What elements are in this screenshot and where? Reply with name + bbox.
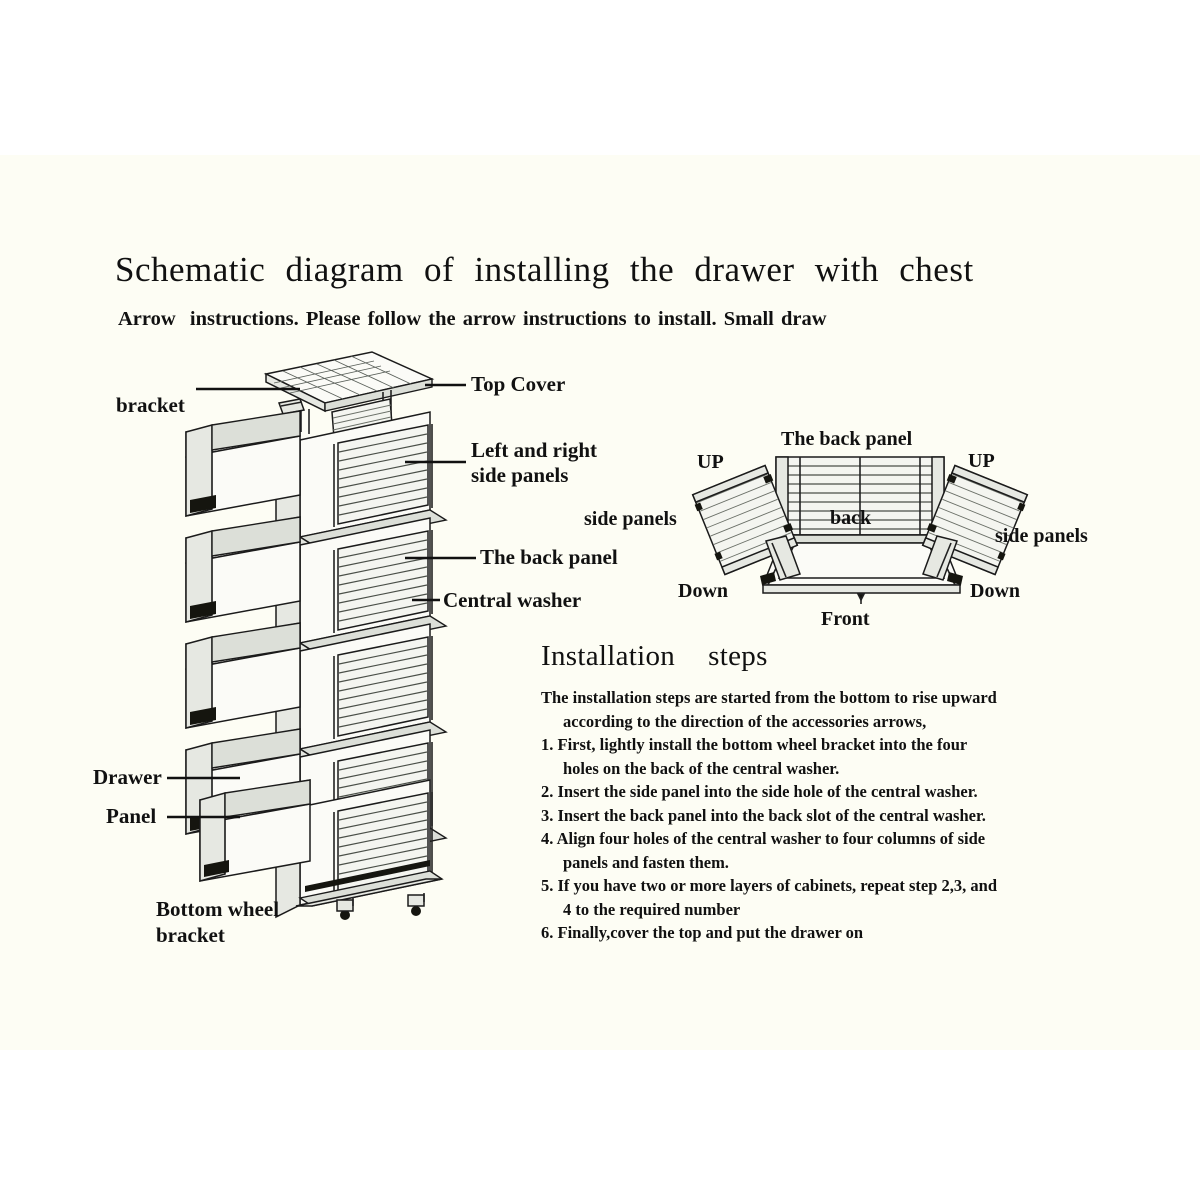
- instructions-intro-line: according to the direction of the access…: [563, 711, 927, 731]
- label-up-right: UP: [968, 450, 995, 472]
- label-front: Front: [821, 608, 870, 630]
- label-side-panels-left: side panels: [584, 508, 677, 530]
- label-right-back-panel: The back panel: [781, 428, 913, 450]
- label-bottom-wheel-line2: bracket: [156, 923, 225, 947]
- instruction-step: 5. If you have two or more layers of cab…: [541, 876, 998, 895]
- page-subtitle: Arrow instructions. Please follow the ar…: [118, 308, 827, 330]
- label-bottom-wheel-line1: Bottom wheel: [156, 897, 280, 921]
- label-down-right: Down: [970, 580, 1021, 602]
- instruction-step-continuation: panels and fasten them.: [563, 852, 729, 872]
- label-central-washer: Central washer: [443, 588, 582, 612]
- page-title: Schematic diagram of installing the draw…: [115, 250, 974, 289]
- label-side-panels-line2: side panels: [471, 463, 569, 487]
- installation-steps-heading: Installation steps: [541, 640, 768, 672]
- instruction-step: 4. Align four holes of the central washe…: [541, 829, 986, 848]
- instruction-step: 3. Insert the back panel into the back s…: [541, 805, 986, 825]
- label-back: back: [830, 507, 872, 529]
- label-down-left: Down: [678, 580, 729, 602]
- label-side-panels-line1: Left and right: [471, 438, 597, 462]
- label-bracket: bracket: [116, 393, 185, 417]
- instruction-step: 6. Finally,cover the top and put the dra…: [541, 923, 864, 942]
- label-up-left: UP: [697, 451, 724, 473]
- label-panel: Panel: [106, 804, 157, 828]
- label-side-panels-right: side panels: [995, 525, 1088, 547]
- instruction-step-continuation: 4 to the required number: [563, 899, 741, 919]
- instruction-step-continuation: holes on the back of the central washer.: [563, 758, 840, 778]
- label-top-cover: Top Cover: [471, 372, 566, 396]
- instruction-step: 1. First, lightly install the bottom whe…: [541, 735, 968, 754]
- installation-steps-list: The installation steps are started from …: [541, 686, 1101, 945]
- instruction-step: 2. Insert the side panel into the side h…: [541, 782, 978, 801]
- label-back-panel: The back panel: [480, 545, 618, 569]
- instructions-intro-line: The installation steps are started from …: [541, 688, 997, 707]
- label-drawer: Drawer: [93, 765, 162, 789]
